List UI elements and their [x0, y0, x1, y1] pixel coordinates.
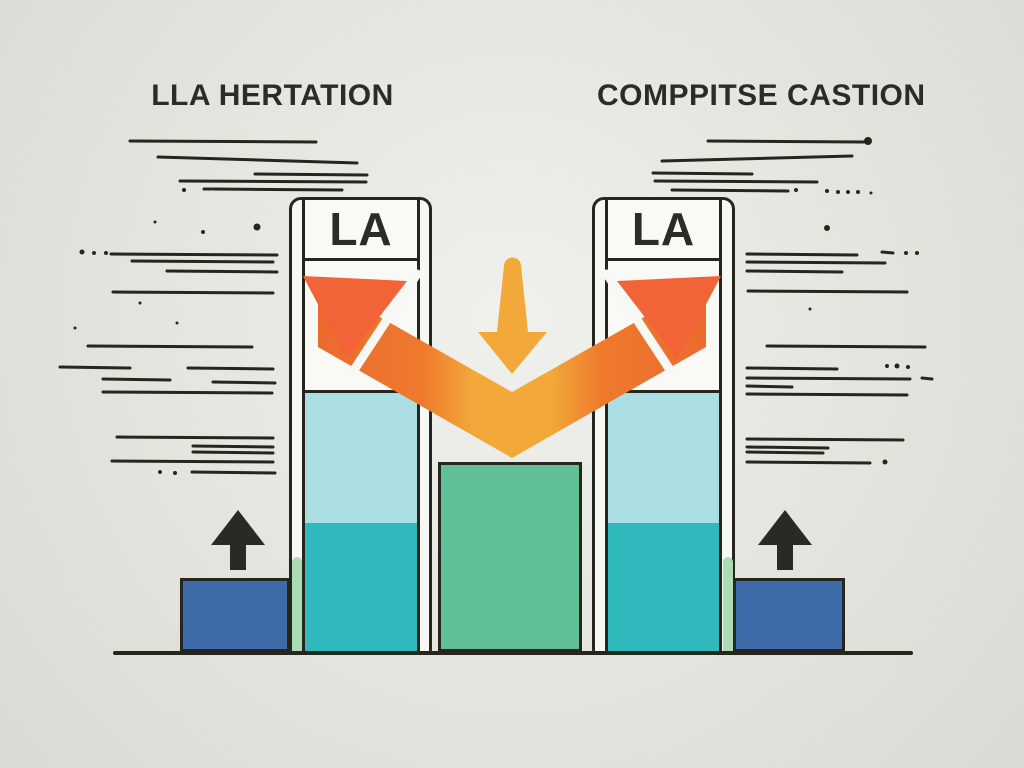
right-blue-bar	[733, 578, 845, 652]
right-column: LA	[605, 197, 722, 655]
left-palegreen-strip	[292, 557, 302, 652]
right-column-teal-fill	[608, 523, 719, 652]
left-column-header: LA	[305, 200, 417, 261]
left-column-palecyan-fill	[305, 390, 417, 523]
left-column-teal-fill	[305, 523, 417, 652]
left-column-empty-section	[305, 261, 417, 390]
title-left: LLA HERTATION	[151, 79, 394, 112]
right-palegreen-strip	[723, 557, 733, 652]
left-column: LA	[302, 197, 420, 655]
baseline	[113, 651, 913, 655]
right-column-label: LA	[631, 203, 696, 255]
right-column-empty-section	[608, 261, 719, 390]
left-column-label: LA	[329, 203, 393, 255]
title-right: COMPPITSE CASTION	[597, 79, 926, 112]
left-blue-bar	[180, 578, 290, 652]
right-column-palecyan-fill	[608, 390, 719, 523]
right-column-header: LA	[608, 200, 719, 261]
center-green-bar	[438, 462, 582, 652]
